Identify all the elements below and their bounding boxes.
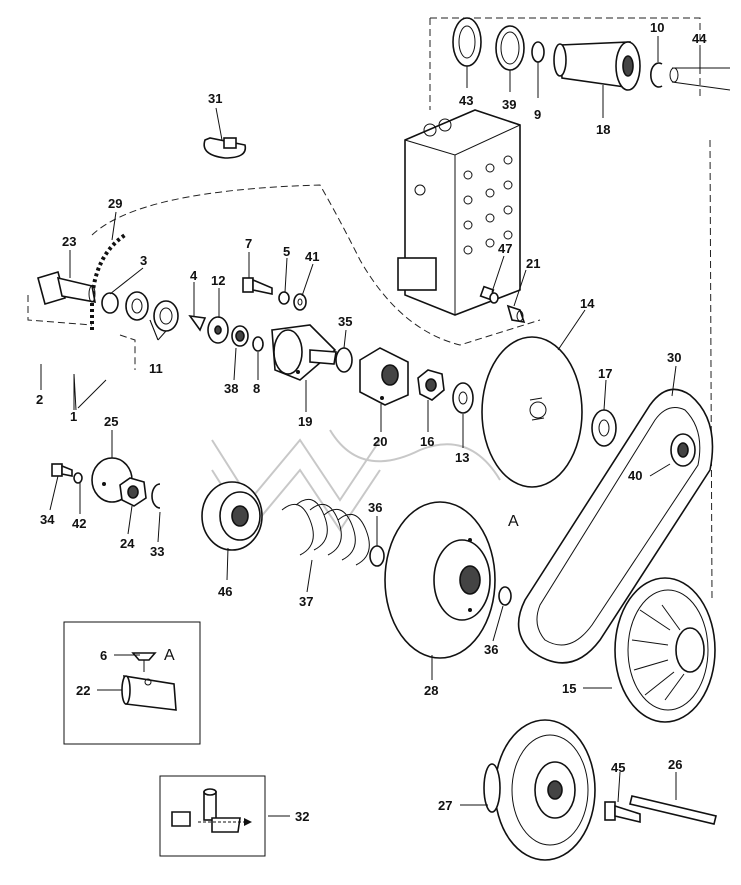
part-27-hub-plate bbox=[483, 719, 596, 861]
callout-10: 10 bbox=[650, 20, 664, 35]
part-36a-ring bbox=[369, 545, 385, 567]
part-46-cup bbox=[201, 481, 263, 551]
callout-37: 37 bbox=[299, 594, 313, 609]
marker-a-inset: A bbox=[164, 647, 175, 664]
part-7-screw bbox=[242, 277, 273, 295]
callout-44: 44 bbox=[692, 31, 707, 46]
part-13-washer bbox=[452, 382, 474, 414]
callout-18: 18 bbox=[596, 122, 610, 137]
callout-17: 17 bbox=[598, 366, 612, 381]
part-35-ring bbox=[335, 347, 353, 373]
part-10-circlip bbox=[650, 62, 663, 88]
callout-35: 35 bbox=[338, 314, 352, 329]
part-20-block bbox=[359, 347, 409, 406]
part-17-ring bbox=[591, 409, 617, 447]
callout-30: 30 bbox=[667, 350, 681, 365]
part-44-shaft bbox=[669, 67, 731, 91]
callout-41: 41 bbox=[305, 249, 319, 264]
part-42-washer bbox=[73, 472, 83, 484]
leader-lines bbox=[40, 36, 701, 817]
part-24-nut bbox=[119, 477, 147, 507]
part-34-screw bbox=[51, 463, 73, 477]
callout-45: 45 bbox=[611, 760, 625, 775]
part-14-disc bbox=[481, 336, 583, 488]
callout-38: 38 bbox=[224, 381, 238, 396]
inset-32-arrows bbox=[198, 818, 252, 826]
callout-43: 43 bbox=[459, 93, 473, 108]
callout-15: 15 bbox=[562, 681, 576, 696]
callout-21: 21 bbox=[526, 256, 540, 271]
callout-labels: 43 39 9 18 10 44 31 29 23 3 4 12 7 5 41 … bbox=[36, 20, 707, 824]
part-3-ring bbox=[101, 292, 119, 314]
callout-9: 9 bbox=[534, 107, 541, 122]
callout-28: 28 bbox=[424, 683, 438, 698]
callout-4: 4 bbox=[190, 268, 198, 283]
part-16-nut bbox=[417, 369, 445, 401]
callout-40: 40 bbox=[628, 468, 642, 483]
part-12-washer bbox=[207, 316, 229, 344]
callout-33: 33 bbox=[150, 544, 164, 559]
part-45-bolt bbox=[604, 801, 641, 824]
callout-47: 47 bbox=[498, 241, 512, 256]
callout-36a: 36 bbox=[368, 500, 382, 515]
part-9-ring bbox=[531, 41, 545, 63]
callout-3: 3 bbox=[140, 253, 147, 268]
callout-24: 24 bbox=[120, 536, 135, 551]
callout-2: 2 bbox=[36, 392, 43, 407]
callout-25: 25 bbox=[104, 414, 118, 429]
part-39-ring bbox=[495, 25, 525, 71]
callout-22: 22 bbox=[76, 683, 90, 698]
part-15-fan-pulley bbox=[614, 577, 716, 723]
callout-27: 27 bbox=[438, 798, 452, 813]
part-37-spring bbox=[281, 498, 370, 566]
callout-7: 7 bbox=[245, 236, 252, 251]
callout-14: 14 bbox=[580, 296, 595, 311]
part-47-fitting bbox=[479, 285, 499, 304]
callout-16: 16 bbox=[420, 434, 434, 449]
part-8-ring bbox=[252, 336, 264, 352]
callout-5: 5 bbox=[283, 244, 290, 259]
part-30-belt bbox=[517, 388, 714, 664]
part-5-washer bbox=[278, 291, 290, 305]
callout-46: 46 bbox=[218, 584, 232, 599]
callout-23: 23 bbox=[62, 234, 76, 249]
inset-32-box bbox=[159, 775, 266, 857]
part-43-seal bbox=[452, 17, 482, 67]
part-33-circlip bbox=[151, 483, 161, 509]
callout-26: 26 bbox=[668, 757, 682, 772]
part-21-fitting bbox=[506, 304, 526, 324]
callout-31: 31 bbox=[208, 91, 222, 106]
marker-a-main: A bbox=[508, 513, 519, 530]
part-38-bearing bbox=[231, 325, 249, 347]
part-28-pulley bbox=[384, 501, 496, 659]
part-41-washer bbox=[293, 293, 307, 311]
callout-29: 29 bbox=[108, 196, 122, 211]
part-19-hub bbox=[271, 324, 337, 381]
callout-11: 11 bbox=[149, 361, 163, 376]
callout-8: 8 bbox=[253, 381, 260, 396]
callout-32: 32 bbox=[295, 809, 309, 824]
part-29-cable bbox=[90, 233, 127, 330]
callout-39: 39 bbox=[502, 97, 516, 112]
part-36b-ring bbox=[498, 586, 512, 606]
callout-19: 19 bbox=[298, 414, 312, 429]
part-4-clip bbox=[188, 314, 207, 332]
valve-block bbox=[397, 109, 521, 316]
callout-6: 6 bbox=[100, 648, 107, 663]
callout-12: 12 bbox=[211, 273, 225, 288]
part-23-bolt bbox=[37, 270, 97, 306]
callout-36b: 36 bbox=[484, 642, 498, 657]
callout-42: 42 bbox=[72, 516, 86, 531]
callout-34: 34 bbox=[40, 512, 55, 527]
callout-20: 20 bbox=[373, 434, 387, 449]
part-40-bearing bbox=[670, 433, 696, 467]
callout-13: 13 bbox=[455, 450, 469, 465]
callout-1: 1 bbox=[70, 409, 77, 424]
part-31-cable-tie bbox=[203, 137, 247, 159]
part-18-sleeve bbox=[553, 41, 641, 91]
part-26-rod bbox=[629, 795, 717, 825]
